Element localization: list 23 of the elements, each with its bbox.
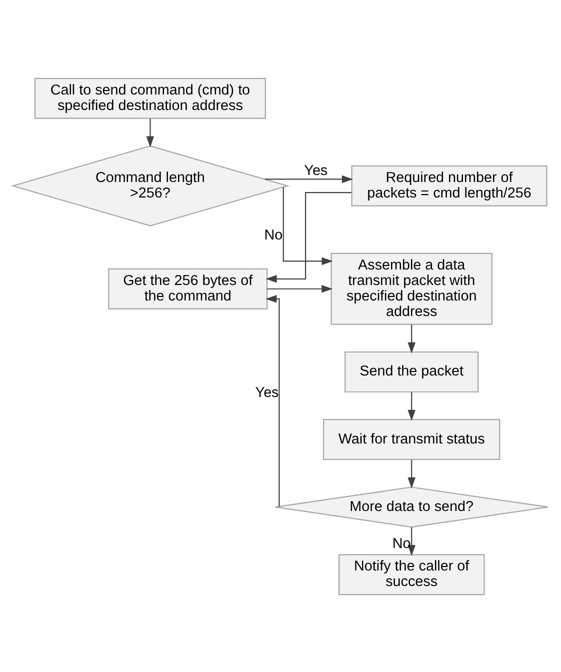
node-diamond: Command length >256? (10, 144, 290, 226)
node-box: Wait for transmit status (322, 418, 500, 460)
arrow (267, 284, 333, 292)
arrow (266, 191, 352, 282)
node-box: Required number of packets = cmd length/256 (351, 164, 548, 206)
edge-label: Yes (255, 384, 279, 401)
arrow (266, 294, 280, 506)
node-diamond: More data to send? (274, 486, 548, 528)
edge-label: No (264, 227, 283, 244)
arrow (408, 324, 416, 353)
node-box: Call to send command (cmd) to specified destination address (34, 77, 266, 118)
node-box: Send the packet (344, 350, 479, 392)
node-box: Assemble a data transmit packet with specified destination address (330, 252, 492, 324)
arrow (408, 526, 416, 556)
node-box: Notify the caller of success (338, 554, 485, 595)
arrow (408, 392, 416, 420)
edge-label: Yes (304, 162, 328, 179)
arrow (146, 118, 154, 147)
arrow (282, 186, 333, 265)
arrow (408, 459, 416, 488)
arrow (264, 174, 354, 183)
edge-label: No (392, 535, 411, 552)
node-box: Get the 256 bytes of the command (108, 268, 268, 309)
